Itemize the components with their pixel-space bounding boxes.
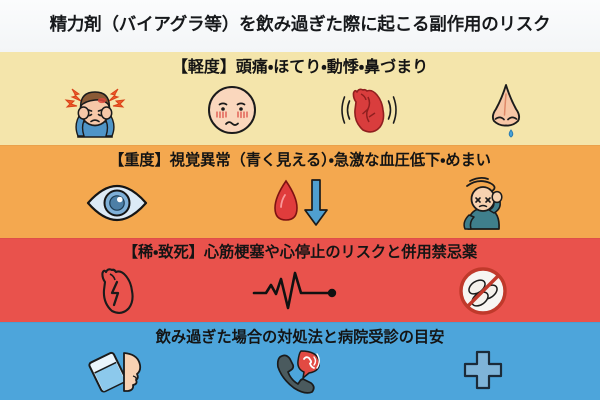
band-action-heading: 飲み過ぎた場合の対処法と病院受診の目安 (155, 328, 445, 346)
band-action: 飲み過ぎた場合の対処法と病院受診の目安 (0, 322, 600, 400)
band-mild-icon-row (0, 76, 600, 145)
dizzy-person-icon (391, 176, 574, 230)
band-severe-heading: 【重度】視覚異常（青く見える）・急激な血圧低下・めまい (109, 151, 491, 169)
band-severe: 【重度】視覚異常（青く見える）・急激な血圧低下・めまい (0, 145, 600, 238)
heart-attack-icon (26, 266, 209, 316)
drinking-water-icon (26, 351, 209, 393)
band-mild-heading: 【軽度】頭痛・ほてり・動悸・鼻づまり (171, 57, 429, 76)
band-action-icon-row (0, 346, 600, 400)
medical-cross-icon (391, 349, 574, 395)
flatline-ecg-icon (209, 268, 392, 314)
band-fatal: 【稀・致死】心筋梗塞や心停止のリスクと併用禁忌薬 (0, 238, 600, 322)
headache-person-icon (26, 83, 163, 138)
band-severe-icon-row (0, 169, 600, 238)
emergency-phone-call-icon (209, 350, 392, 394)
blood-pressure-drop-icon (209, 177, 392, 229)
no-pills-icon (391, 266, 574, 316)
band-mild: 【軽度】頭痛・ほてり・動悸・鼻づまり (0, 52, 600, 145)
flushed-face-icon (163, 84, 300, 136)
blue-eye-icon (26, 183, 209, 223)
band-fatal-icon-row (0, 261, 600, 322)
runny-nose-icon (437, 82, 574, 138)
poster-header: 精力剤（バイアグラ等）を飲み過ぎた際に起こる副作用のリスク (0, 0, 600, 52)
band-fatal-heading: 【稀・致死】心筋梗塞や心停止のリスクと併用禁忌薬 (122, 243, 478, 261)
page-title: 精力剤（バイアグラ等）を飲み過ぎた際に起こる副作用のリスク (49, 15, 551, 36)
beating-heart-icon (300, 84, 437, 136)
